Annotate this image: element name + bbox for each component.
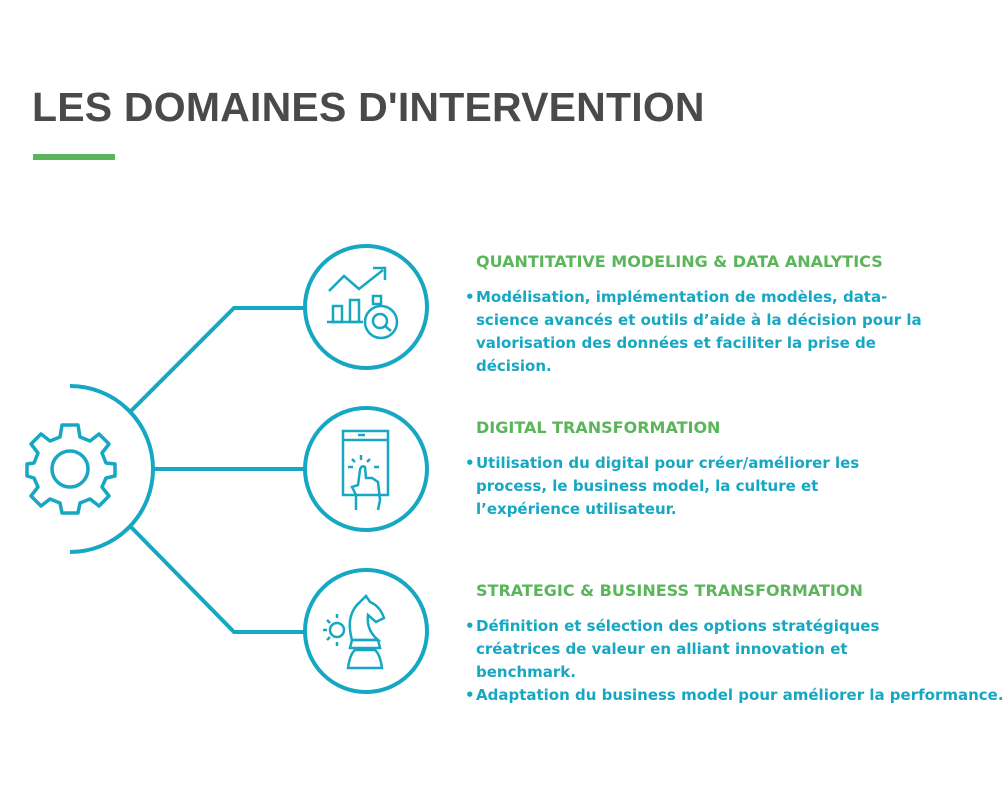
- connector-bottom: [129, 525, 305, 634]
- circle-2: [303, 406, 429, 532]
- domain-digital: DIGITAL TRANSFORMATION Utilisation du di…: [465, 418, 995, 521]
- domain-bullet: Adaptation du business model pour amélio…: [465, 684, 1006, 707]
- domain-heading: STRATEGIC & BUSINESS TRANSFORMATION: [476, 581, 863, 600]
- gear-icon: [25, 423, 117, 515]
- chart-analytics-icon: [327, 266, 399, 340]
- chess-knight-gear-icon: [323, 594, 386, 670]
- domain-heading: QUANTITATIVE MODELING & DATA ANALYTICS: [476, 252, 883, 271]
- tablet-touch-icon: [341, 429, 390, 511]
- title-underline: [33, 154, 115, 160]
- domain-heading: DIGITAL TRANSFORMATION: [476, 418, 721, 437]
- domain-bullet: Modélisation, implémentation de modèles,…: [465, 286, 936, 378]
- domain-bullet: Utilisation du digital pour créer/amélio…: [465, 452, 926, 521]
- circle-3: [303, 568, 429, 694]
- hub-arc: [69, 384, 155, 554]
- circle-1: [303, 244, 429, 370]
- domain-bullet: Définition et sélection des options stra…: [465, 615, 936, 684]
- domain-quantitative: QUANTITATIVE MODELING & DATA ANALYTICS M…: [465, 252, 995, 378]
- page-title: LES DOMAINES D'INTERVENTION: [32, 84, 705, 130]
- connector-top: [129, 306, 305, 413]
- domain-strategic: STRATEGIC & BUSINESS TRANSFORMATION Défi…: [465, 581, 1004, 707]
